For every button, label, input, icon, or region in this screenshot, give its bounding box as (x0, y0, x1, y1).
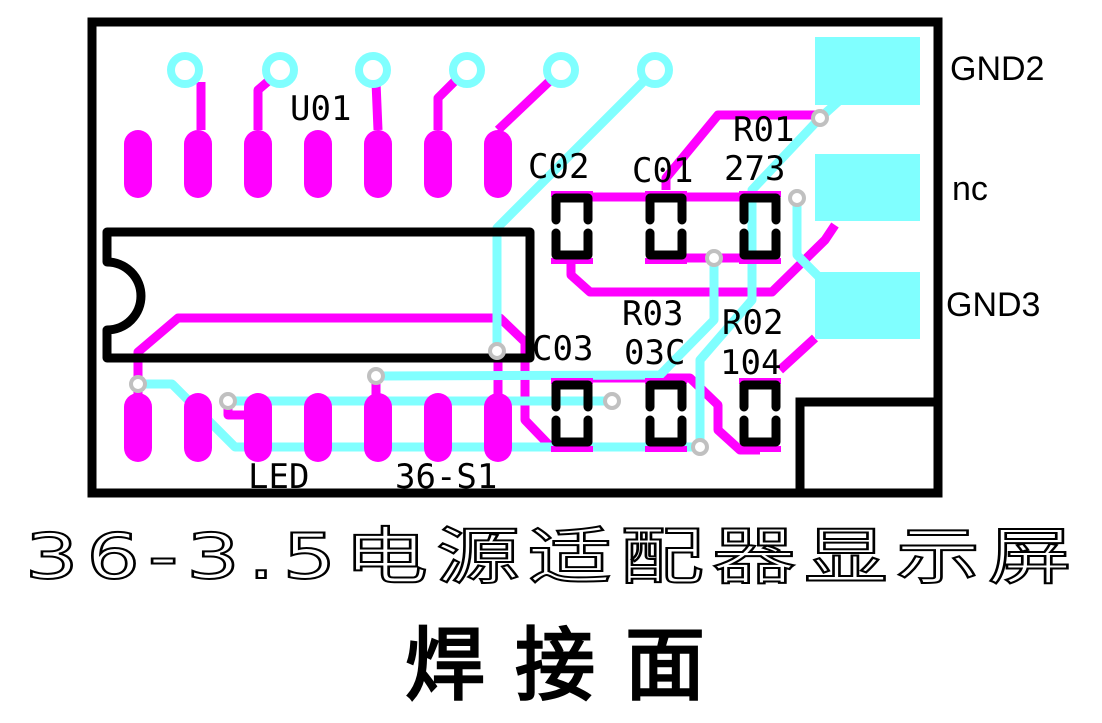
label-led: LED (248, 457, 309, 497)
label-r02: R02 (722, 303, 783, 343)
label-model: 36-S1 (395, 457, 497, 497)
board-outline (87, 17, 943, 498)
label-r03: R03 (622, 294, 683, 334)
ic-outline (102, 227, 535, 363)
label-nc: nc (952, 170, 988, 208)
label-u01: U01 (290, 89, 351, 129)
label-r02-value: 104 (720, 343, 781, 383)
bottom-traces (133, 72, 839, 455)
label-c01: C01 (632, 151, 693, 191)
vias (129, 109, 829, 456)
pad-nc (815, 154, 920, 221)
title: 36-3.5电源适配器显示屏 (25, 520, 1080, 593)
label-gnd3: GND3 (946, 286, 1040, 324)
pad-gnd3 (815, 272, 920, 339)
board-notch (795, 397, 938, 493)
label-r03-value: 03C (624, 333, 685, 373)
pad-gnd2 (815, 37, 920, 105)
ic-pads (124, 130, 512, 462)
subtitle: 焊接面 (405, 619, 735, 712)
label-gnd2: GND2 (950, 50, 1044, 88)
header-pads (167, 52, 673, 88)
label-c03: C03 (532, 329, 593, 369)
label-c02: C02 (528, 147, 589, 187)
label-r01-value: 273 (724, 149, 785, 189)
label-r01: R01 (733, 110, 794, 150)
smd-pads (551, 191, 781, 452)
